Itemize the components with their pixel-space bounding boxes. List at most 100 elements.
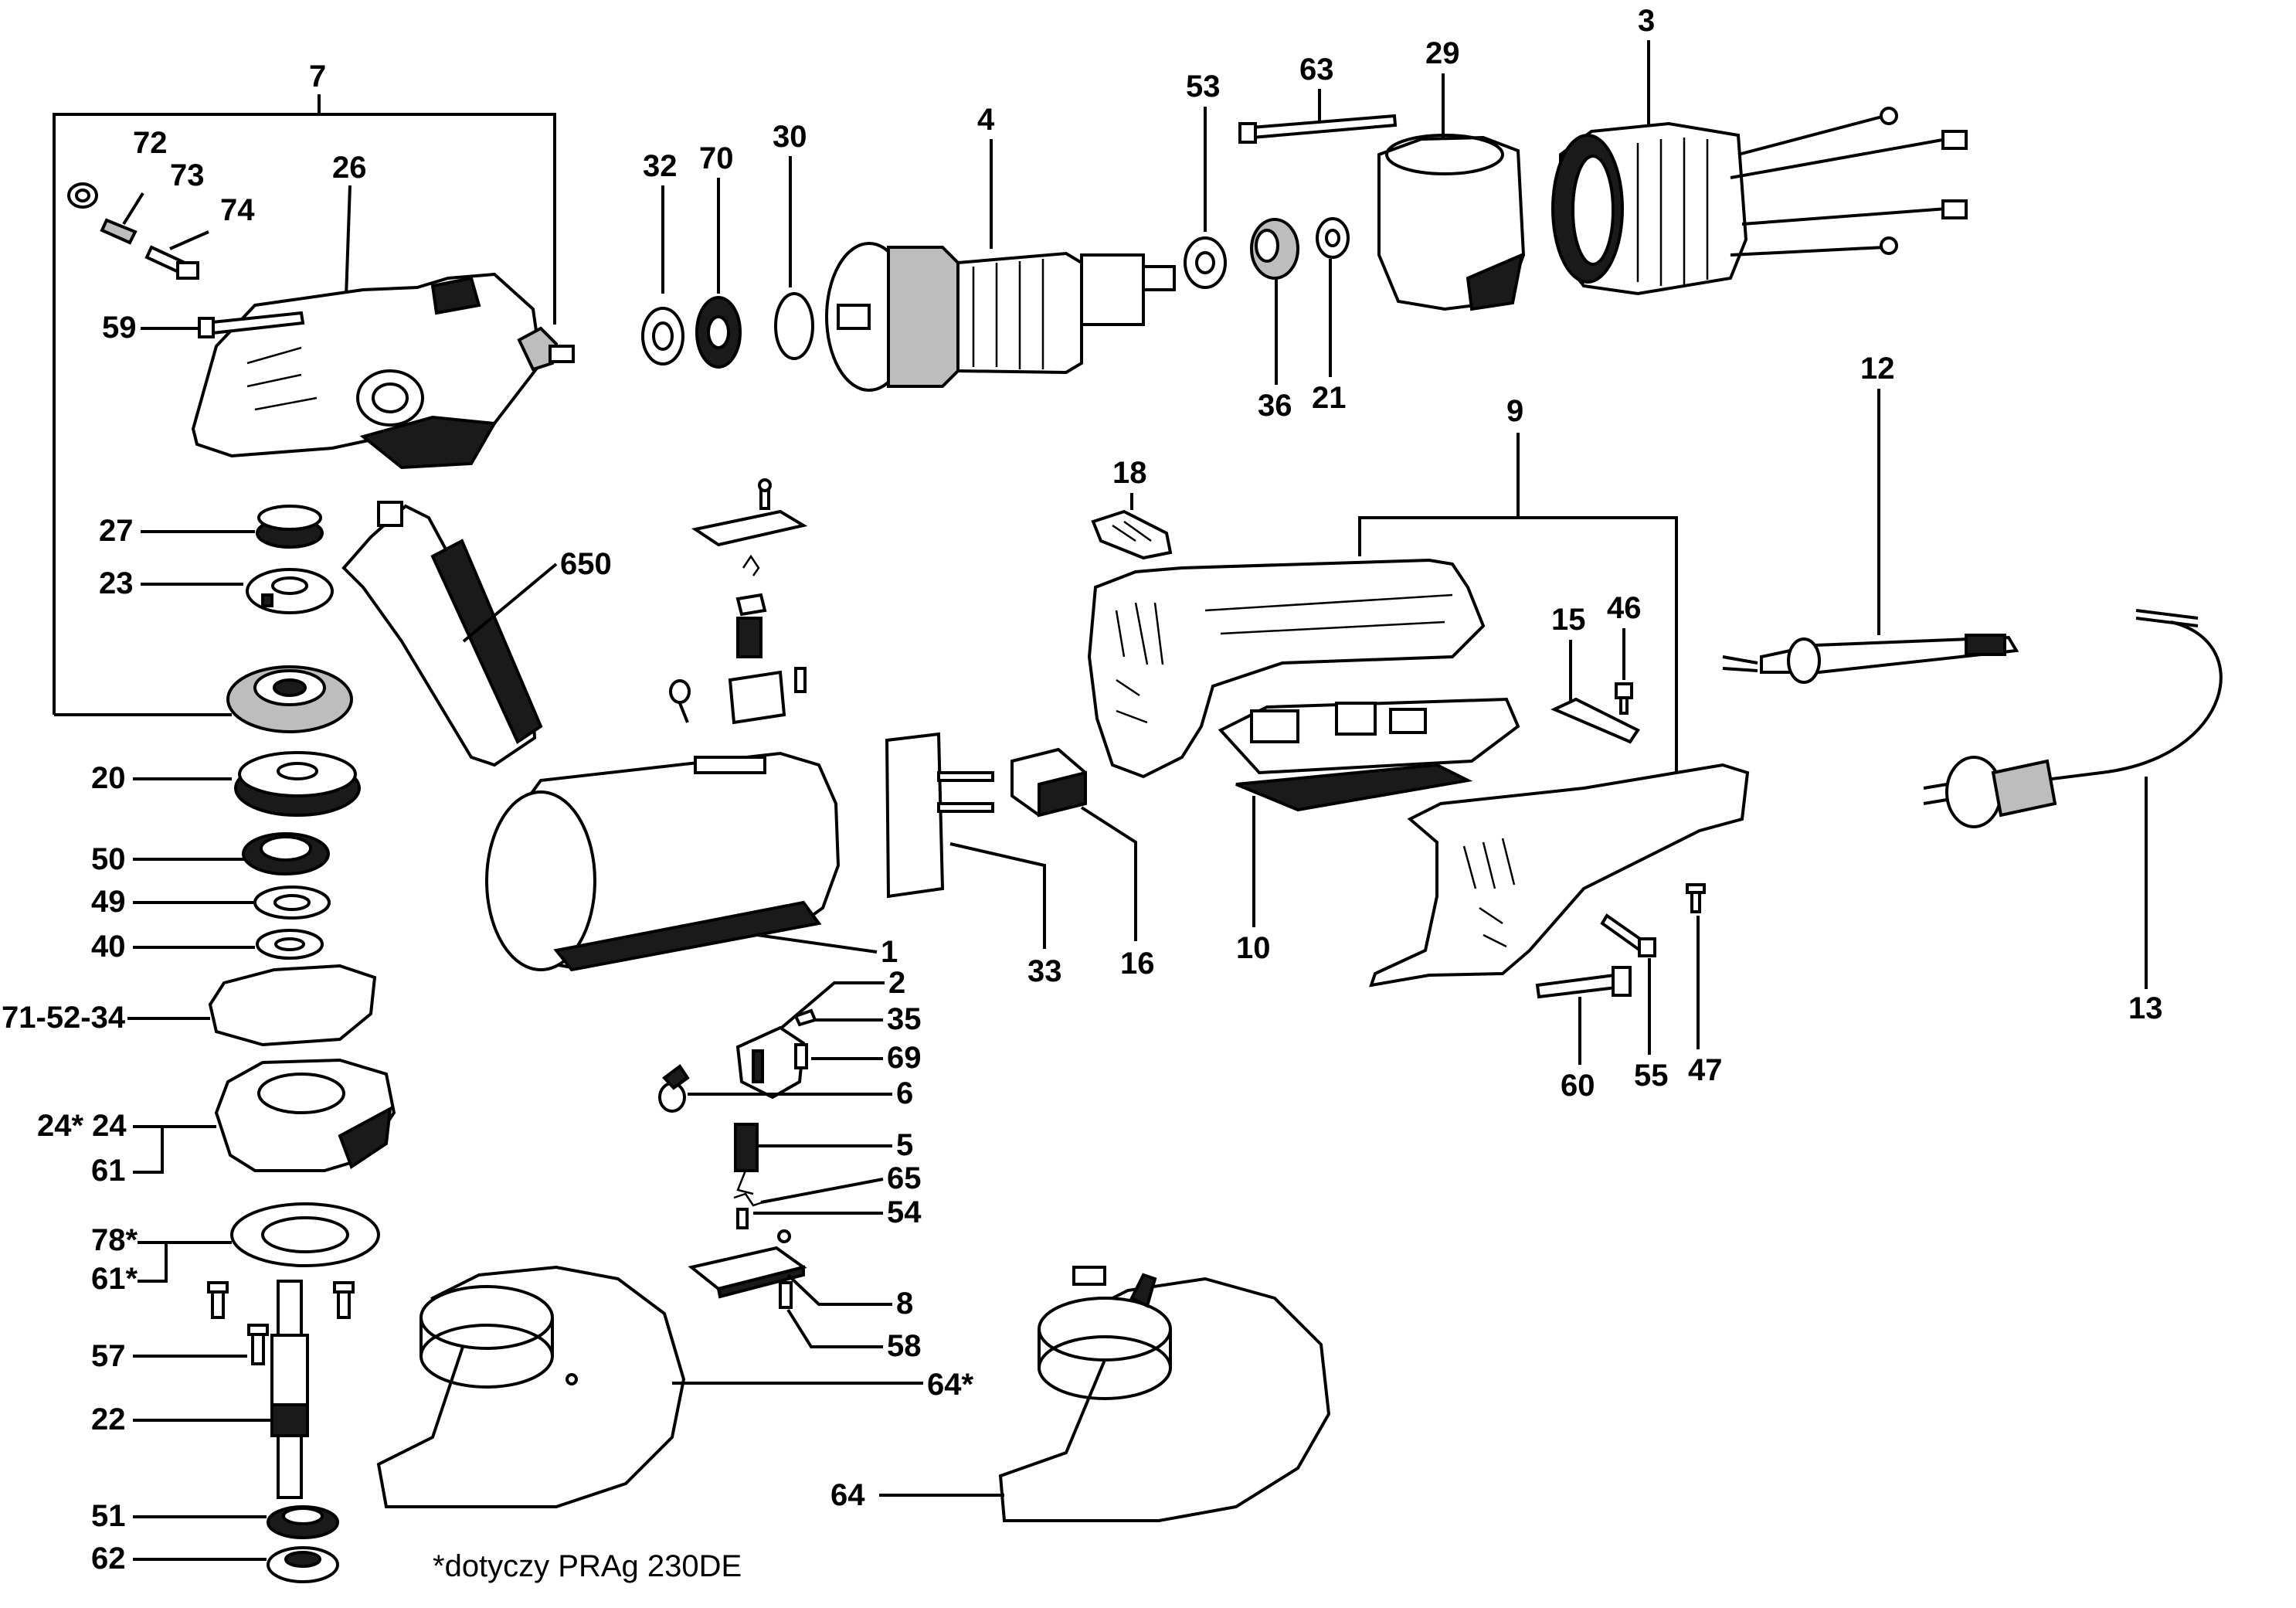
screw-57a: [207, 1281, 229, 1319]
brush-holder-top: [669, 593, 807, 725]
label-62: 62: [91, 1542, 126, 1576]
pinion-gear: [517, 326, 575, 372]
screw-63: [1238, 114, 1398, 144]
label-63: 63: [1299, 53, 1334, 87]
label-64s: 64*: [927, 1368, 973, 1402]
screw-73: [100, 218, 138, 245]
label-22: 22: [91, 1402, 126, 1436]
fan-baffle-29: [1377, 134, 1526, 311]
screw-54: [736, 1208, 791, 1243]
label-50: 50: [91, 842, 126, 876]
label-53: 53: [1186, 70, 1221, 104]
screw-57b: [333, 1281, 355, 1319]
label-3: 3: [1638, 4, 1655, 38]
nut-23: [246, 568, 334, 614]
label-36: 36: [1258, 389, 1292, 423]
armature-4: [825, 242, 1176, 392]
label-32: 32: [643, 149, 678, 183]
bearing-32: [641, 307, 684, 365]
label-65: 65: [887, 1161, 922, 1195]
label-20: 20: [91, 761, 126, 795]
disc-78-61: [230, 1202, 380, 1267]
screw-74: [144, 245, 199, 280]
label-70: 70: [699, 141, 734, 175]
label-64: 64: [830, 1478, 865, 1512]
label-71-52-34: 71-52-34: [2, 1001, 126, 1035]
side-handle-650: [341, 501, 543, 767]
label-21: 21: [1312, 381, 1347, 415]
label-61s: 61*: [91, 1262, 138, 1296]
footnote: *dotyczy PRAg 230DE: [433, 1549, 742, 1583]
label-46: 46: [1607, 591, 1642, 625]
label-60: 60: [1561, 1069, 1595, 1103]
label-30: 30: [773, 120, 807, 154]
label-55: 55: [1634, 1059, 1669, 1093]
label-33: 33: [1027, 954, 1062, 988]
screw-46: [1615, 682, 1633, 715]
stator-3: [1551, 107, 1968, 296]
handle-upper-half-9: [1087, 558, 1486, 779]
bearing-53: [1184, 236, 1227, 289]
flange-51: [267, 1505, 339, 1539]
label-35: 35: [887, 1002, 922, 1036]
spring-65: [733, 1192, 766, 1207]
label-61: 61: [91, 1154, 126, 1188]
brush-holder-2: [735, 1025, 806, 1100]
bearing-housing-24: [214, 1058, 396, 1172]
screw-57c: [247, 1324, 269, 1365]
label-15: 15: [1551, 603, 1586, 637]
label-16: 16: [1120, 947, 1155, 981]
label-9: 9: [1506, 394, 1523, 428]
label-6: 6: [896, 1076, 913, 1110]
label-7: 7: [309, 59, 326, 93]
label-26: 26: [332, 151, 367, 185]
label-40: 40: [91, 930, 126, 964]
terminal-6: [658, 1064, 690, 1113]
carbon-brush-5: [734, 1123, 759, 1195]
bearing-50: [242, 832, 330, 875]
screw-69: [794, 1043, 808, 1069]
wheel-guard-64s: [376, 1265, 686, 1508]
label-29: 29: [1425, 36, 1460, 70]
screw-60: [1535, 966, 1632, 999]
switch-16: [1010, 747, 1087, 818]
screw-59: [198, 311, 305, 338]
label-8: 8: [896, 1287, 913, 1321]
washer-49: [253, 886, 331, 920]
label-59: 59: [102, 311, 137, 345]
label-13: 13: [2128, 991, 2163, 1025]
label-1: 1: [881, 935, 898, 969]
electronic-module-10: [1218, 697, 1520, 812]
washer-21: [1316, 217, 1350, 259]
label-24-24: 24* 24: [37, 1109, 127, 1143]
bushing-36: [1250, 218, 1299, 280]
cap-27: [256, 505, 324, 549]
brush-plate-8: [688, 1246, 807, 1309]
ring-40: [256, 929, 324, 960]
label-73: 73: [170, 158, 205, 192]
brush-plate-top: [691, 478, 808, 576]
screw-55: [1600, 913, 1656, 957]
label-54: 54: [887, 1195, 922, 1229]
gear-housing-26: [191, 272, 543, 470]
label-58: 58: [887, 1329, 922, 1363]
label-5: 5: [896, 1128, 913, 1162]
label-10: 10: [1236, 931, 1271, 965]
spindle-22: [270, 1280, 309, 1499]
label-23: 23: [99, 566, 134, 600]
power-cord-13: [1923, 609, 2223, 828]
handle-lower-half-9: [1369, 763, 1750, 988]
bearing-70: [695, 296, 742, 369]
label-27: 27: [99, 514, 134, 548]
label-57: 57: [91, 1339, 126, 1373]
motor-housing-1: [485, 751, 841, 972]
label-4: 4: [977, 103, 995, 137]
label-12: 12: [1860, 352, 1895, 386]
label-74: 74: [220, 193, 255, 227]
lever-18: [1091, 509, 1173, 560]
nut-72: [67, 182, 98, 209]
clamp-15: [1550, 697, 1640, 744]
flange-20: [234, 751, 361, 817]
label-2: 2: [888, 966, 905, 1000]
